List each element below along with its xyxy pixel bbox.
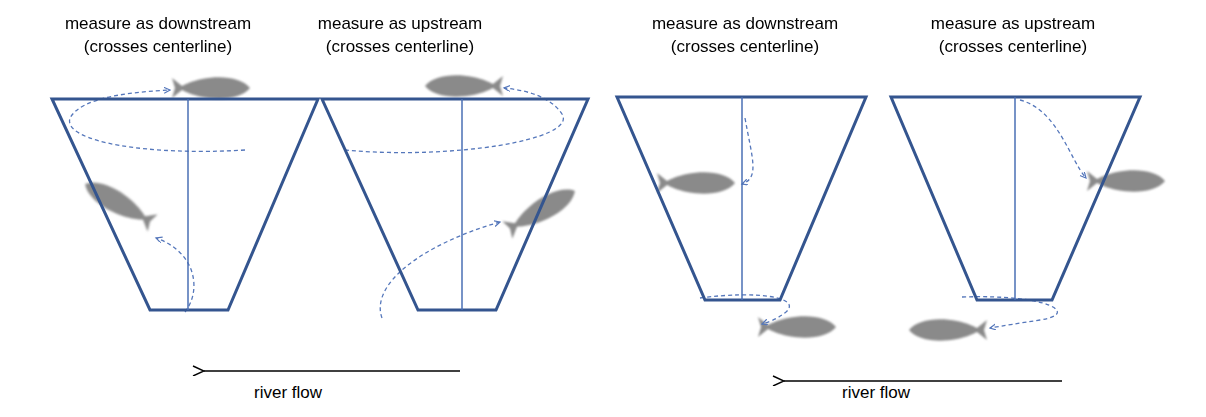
beam-trapezoid (617, 97, 866, 300)
sonar-beam: measure as downstream (crosses centerlin… (617, 8, 866, 304)
flow-label: river flow (840, 383, 912, 403)
centerline (461, 99, 463, 310)
fish-paths (69, 88, 1086, 328)
measure-heading: measure as downstream (crosses centerlin… (640, 12, 850, 58)
measure-heading: measure as downstream (crosses centerlin… (53, 12, 263, 58)
flow-arrows (204, 371, 1062, 381)
sonar-beam: measure as downstream (crosses centerlin… (52, 8, 318, 314)
sonar-beam: measure as upstream (crosses centerline) (322, 8, 588, 314)
centerline (187, 99, 189, 310)
centerline (741, 97, 743, 300)
beam-trapezoid (52, 99, 318, 310)
measure-heading: measure as upstream (crosses centerline) (295, 12, 505, 58)
fish-group (80, 75, 1165, 340)
sonar-beam: measure as upstream (crosses centerline) (891, 8, 1140, 304)
beam-trapezoid (322, 99, 588, 310)
flow-label: river flow (252, 383, 324, 403)
centerline (1014, 97, 1016, 300)
measure-heading: measure as upstream (crosses centerline) (908, 12, 1118, 58)
beam-trapezoid (891, 97, 1140, 300)
